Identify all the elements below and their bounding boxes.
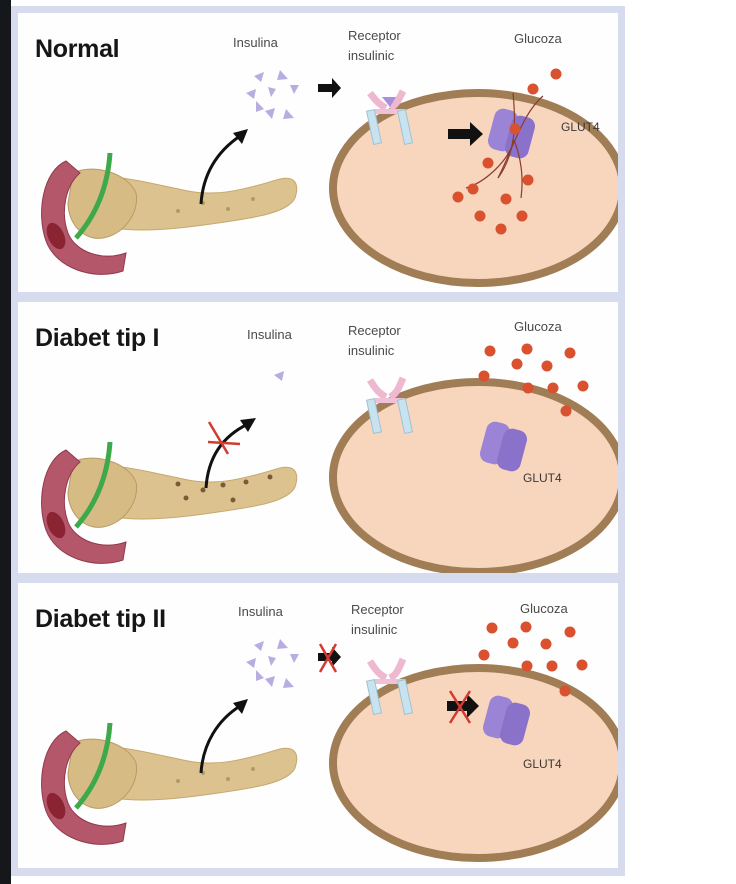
secretion-arrowhead bbox=[233, 129, 248, 144]
glut4-label: GLUT4 bbox=[561, 120, 600, 134]
insulin-receptor bbox=[365, 657, 414, 716]
panel-type1-illustration bbox=[41, 343, 618, 573]
panel-type2-illustration bbox=[41, 621, 618, 862]
receptor-label-line1: Receptor bbox=[348, 28, 401, 43]
receptor-label-line2: insulinic bbox=[351, 622, 398, 637]
pancreas-group bbox=[41, 441, 298, 564]
glucose-molecules-outside bbox=[478, 621, 588, 697]
receptor-label-line2: insulinic bbox=[348, 343, 395, 358]
secretion-arrow bbox=[199, 134, 241, 205]
glut4-label: GLUT4 bbox=[523, 471, 562, 485]
pancreas-group bbox=[41, 722, 298, 845]
insulin-label: Insulina bbox=[247, 327, 292, 342]
panel-title: Diabet tip I bbox=[35, 324, 160, 352]
secretion-arrowhead bbox=[233, 699, 248, 714]
bile-duct bbox=[74, 152, 113, 240]
pancreas-dots-beta-cells-destroyed bbox=[175, 474, 273, 503]
insulin-molecules bbox=[246, 639, 299, 688]
duodenum-lumen bbox=[46, 222, 66, 250]
duodenum-lumen bbox=[46, 511, 66, 539]
receptor-label-line2: insulinic bbox=[348, 48, 395, 63]
panel-title: Diabet tip II bbox=[35, 605, 166, 633]
glucose-label: Glucoza bbox=[514, 319, 562, 334]
glucose-label: Glucoza bbox=[514, 31, 562, 46]
release-blocked-cross bbox=[207, 421, 241, 455]
glut4-translocation-arrow bbox=[448, 122, 483, 146]
secretion-arrow bbox=[199, 704, 241, 774]
insulin-receptor bbox=[365, 89, 414, 146]
glucose-label: Glucoza bbox=[520, 601, 568, 616]
panel-normal-illustration bbox=[41, 68, 618, 287]
receptor-label-line1: Receptor bbox=[348, 323, 401, 338]
to-receptor-arrow bbox=[318, 78, 341, 98]
secretion-arrowhead bbox=[240, 418, 256, 432]
bile-duct bbox=[74, 722, 113, 810]
insulin-molecules bbox=[246, 70, 299, 119]
dark-window-edge bbox=[0, 0, 11, 884]
pancreas-group bbox=[41, 152, 298, 275]
glucose-molecules-outside bbox=[478, 343, 589, 417]
insulin-label: Insulina bbox=[233, 35, 278, 50]
panel-type1: Diabet tip I Insulina Receptor insulinic… bbox=[18, 302, 618, 573]
secretion-arrow bbox=[204, 422, 249, 489]
diabetes-figure: Normal Insulina Receptor insulinic Gluco… bbox=[11, 6, 625, 876]
glut4-label: GLUT4 bbox=[523, 757, 562, 771]
receptor-label-line1: Receptor bbox=[351, 602, 404, 617]
glut4-transporter-internal bbox=[482, 695, 531, 746]
panel-normal: Normal Insulina Receptor insulinic Gluco… bbox=[18, 13, 618, 292]
panel-type2: Diabet tip II Insulina Receptor insulini… bbox=[18, 583, 618, 868]
panel-title: Normal bbox=[35, 35, 120, 63]
duodenum-lumen bbox=[46, 792, 66, 820]
pancreas-dots bbox=[176, 767, 255, 783]
insulin-label: Insulina bbox=[238, 604, 283, 619]
glut4-blocked-cross bbox=[448, 690, 472, 724]
bile-duct bbox=[74, 441, 113, 529]
glucose-molecules bbox=[452, 68, 562, 235]
glut4-transporter-internal bbox=[479, 421, 528, 472]
cell bbox=[329, 664, 618, 862]
glut4-translocation-arrow bbox=[447, 694, 479, 718]
insulin-receptor bbox=[365, 376, 414, 435]
receptor-binding-blocked-cross bbox=[318, 643, 338, 673]
insulin-molecule bbox=[274, 371, 284, 381]
